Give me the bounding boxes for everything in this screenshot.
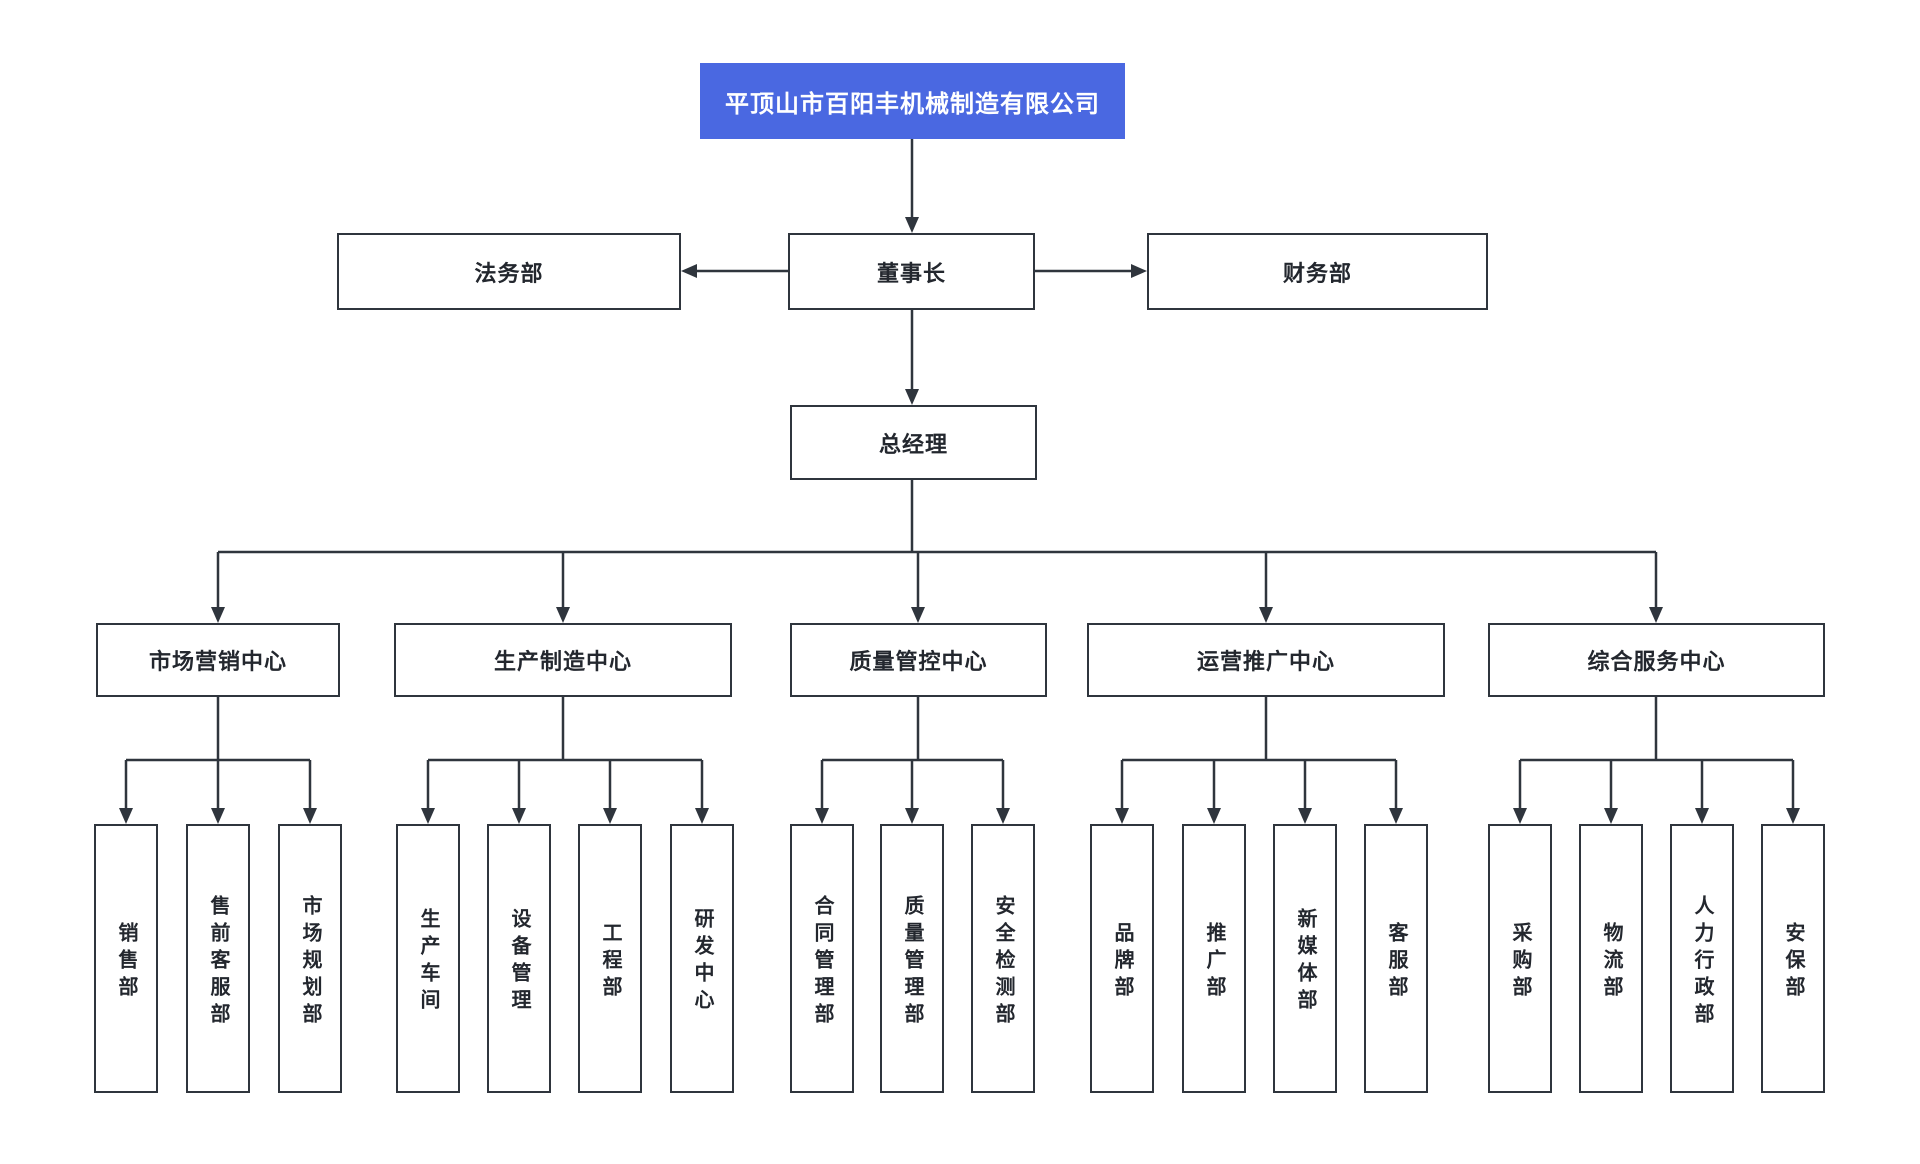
quality-center-label: 质量管控中心 [849,649,988,674]
node-new-media-dept[interactable]: 新媒体部 [1273,824,1337,1093]
rd-center-label: 研发中心 [691,908,713,1016]
node-legal-dept[interactable]: 法务部 [337,233,681,310]
company-name-label: 平顶山市百阳丰机械制造有限公司 [725,90,1100,118]
customer-service-dept-label: 客服部 [1385,921,1407,1003]
engineering-dept-label: 工程部 [599,921,621,1003]
node-presales-service-dept[interactable]: 售前客服部 [186,824,250,1093]
production-center-label: 生产制造中心 [493,649,632,674]
node-chairman[interactable]: 董事长 [788,233,1035,310]
general-manager-label: 总经理 [878,431,948,457]
node-production-center[interactable]: 生产制造中心 [394,623,732,697]
node-market-planning-dept[interactable]: 市场规划部 [278,824,342,1093]
promotion-dept-label: 推广部 [1203,921,1225,1003]
node-marketing-center[interactable]: 市场营销中心 [96,623,340,697]
node-engineering-dept[interactable]: 工程部 [578,824,642,1093]
node-purchasing-dept[interactable]: 采购部 [1488,824,1552,1093]
node-security-dept[interactable]: 安保部 [1761,824,1825,1093]
node-rd-center[interactable]: 研发中心 [670,824,734,1093]
node-services-center[interactable]: 综合服务中心 [1488,623,1825,697]
node-quality-center[interactable]: 质量管控中心 [790,623,1047,697]
node-production-workshop[interactable]: 生产车间 [396,824,460,1093]
node-safety-inspection-dept[interactable]: 安全检测部 [971,824,1035,1093]
chairman-label: 董事长 [876,260,946,286]
operations-center-label: 运营推广中心 [1196,649,1335,674]
hr-admin-dept-label: 人力行政部 [1691,894,1713,1030]
contract-management-dept-label: 合同管理部 [811,894,833,1030]
safety-inspection-dept-label: 安全检测部 [992,894,1014,1030]
node-general-manager[interactable]: 总经理 [790,405,1037,480]
purchasing-dept-label: 采购部 [1509,921,1531,1003]
logistics-dept-label: 物流部 [1600,921,1622,1003]
node-quality-management-dept[interactable]: 质量管理部 [880,824,944,1093]
brand-dept-label: 品牌部 [1111,921,1133,1003]
node-contract-management-dept[interactable]: 合同管理部 [790,824,854,1093]
node-brand-dept[interactable]: 品牌部 [1090,824,1154,1093]
production-workshop-label: 生产车间 [417,908,439,1016]
node-equipment-management[interactable]: 设备管理 [487,824,551,1093]
node-customer-service-dept[interactable]: 客服部 [1364,824,1428,1093]
marketing-center-label: 市场营销中心 [148,649,287,674]
node-sales-dept[interactable]: 销售部 [94,824,158,1093]
node-logistics-dept[interactable]: 物流部 [1579,824,1643,1093]
node-operations-center[interactable]: 运营推广中心 [1087,623,1445,697]
finance-dept-label: 财务部 [1282,260,1352,286]
node-finance-dept[interactable]: 财务部 [1147,233,1488,310]
quality-management-dept-label: 质量管理部 [901,894,923,1030]
presales-service-dept-label: 售前客服部 [207,894,229,1030]
security-dept-label: 安保部 [1782,921,1804,1003]
market-planning-dept-label: 市场规划部 [299,894,321,1030]
node-promotion-dept[interactable]: 推广部 [1182,824,1246,1093]
node-company-root[interactable]: 平顶山市百阳丰机械制造有限公司 [700,63,1125,139]
new-media-dept-label: 新媒体部 [1294,908,1316,1016]
services-center-label: 综合服务中心 [1587,649,1726,674]
equipment-management-label: 设备管理 [508,908,530,1016]
node-hr-admin-dept[interactable]: 人力行政部 [1670,824,1734,1093]
legal-dept-label: 法务部 [474,260,544,286]
sales-dept-label: 销售部 [115,921,137,1003]
